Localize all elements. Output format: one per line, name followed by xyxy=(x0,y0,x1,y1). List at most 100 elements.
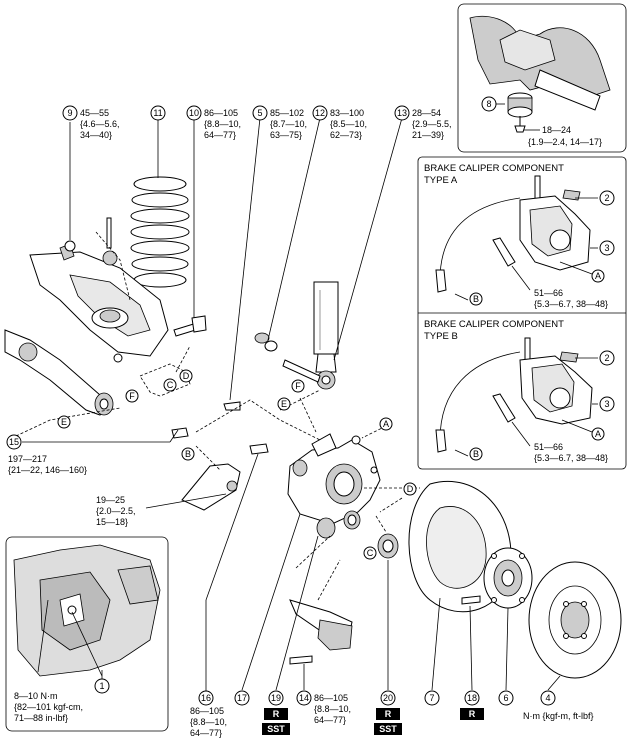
badge-r-19: R xyxy=(264,708,288,720)
svg-text:45—55: 45—55 xyxy=(80,108,109,118)
svg-text:E: E xyxy=(61,417,67,427)
torque-12: 83—100 {8.5—10, 62—73} xyxy=(330,108,367,140)
svg-text:R: R xyxy=(385,709,392,719)
svg-text:12: 12 xyxy=(315,108,325,118)
svg-text:15: 15 xyxy=(9,437,19,447)
callout-11: 11 xyxy=(150,105,166,121)
svg-text:20: 20 xyxy=(383,693,393,703)
callout-2-type-b: 2 xyxy=(599,350,615,366)
svg-text:11: 11 xyxy=(153,108,162,118)
callout-17: 17 xyxy=(234,690,250,706)
svg-text:197—217: 197—217 xyxy=(8,454,47,464)
svg-text:86—105: 86—105 xyxy=(190,706,224,716)
svg-text:51—66: 51—66 xyxy=(534,288,563,298)
torque-1: 8—10 N·m {82—101 kgf-cm, 71—88 in-lbf} xyxy=(14,691,83,723)
callout-4: 4 xyxy=(540,690,556,706)
svg-text:R: R xyxy=(273,709,280,719)
callout-10: 10 xyxy=(186,105,202,121)
svg-text:10: 10 xyxy=(189,108,199,118)
knuckle-illustration xyxy=(287,433,381,539)
svg-text:51—66: 51—66 xyxy=(534,442,563,452)
svg-text:62—73}: 62—73} xyxy=(330,130,362,140)
svg-text:18—24: 18—24 xyxy=(542,125,571,135)
svg-text:A: A xyxy=(595,271,601,281)
svg-text:F: F xyxy=(129,391,135,401)
svg-text:B: B xyxy=(473,449,479,459)
svg-text:18: 18 xyxy=(467,693,477,703)
ref-d-main: D xyxy=(179,369,193,383)
svg-text:1: 1 xyxy=(99,681,104,691)
svg-text:B: B xyxy=(185,449,191,459)
callout-18: 18 xyxy=(464,690,480,706)
callout-19: 19 xyxy=(268,690,284,706)
svg-text:15—18}: 15—18} xyxy=(96,517,128,527)
svg-text:9: 9 xyxy=(67,108,72,118)
svg-text:13: 13 xyxy=(397,108,407,118)
ref-f-knuckle: F xyxy=(291,379,305,393)
svg-text:16: 16 xyxy=(201,693,211,703)
svg-text:D: D xyxy=(183,371,190,381)
trailing-link-illustration xyxy=(289,599,353,665)
svg-text:D: D xyxy=(407,484,414,494)
svg-text:SST: SST xyxy=(267,724,285,734)
inset-top-right-illustration xyxy=(469,15,611,133)
bracket-illustration xyxy=(171,401,269,511)
torque-10: 86—105 {8.8—10, 64—77} xyxy=(204,108,241,140)
ref-b-type-a: B xyxy=(469,292,483,306)
badge-r-20: R xyxy=(376,708,400,720)
svg-text:A: A xyxy=(595,429,601,439)
callout-16: 16 xyxy=(198,690,214,706)
caliper-type-b-illustration xyxy=(435,337,598,457)
svg-text:64—77}: 64—77} xyxy=(314,715,346,725)
units-note: N·m {kgf-m, ft-lbf} xyxy=(523,711,594,721)
svg-text:14: 14 xyxy=(299,693,309,703)
upper-arm-illustration xyxy=(4,329,114,416)
svg-text:85—102: 85—102 xyxy=(270,108,304,118)
torque-9: 45—55 {4.6—5.6, 34—40} xyxy=(80,108,120,140)
bushing-20-illustration xyxy=(377,533,399,559)
ref-c-bushing: C xyxy=(363,546,377,560)
torque-caliper-type-a: 51—66 {5.3—6.7, 38—48} xyxy=(534,288,608,309)
torque-bracket-bolt: 19—25 {2.0—2.5, 15—18} xyxy=(96,495,136,527)
svg-text:2: 2 xyxy=(604,353,609,363)
svg-text:83—100: 83—100 xyxy=(330,108,364,118)
panel-header-type-b: BRAKE CALIPER COMPONENT TYPE B xyxy=(424,319,564,342)
badge-sst-20: SST xyxy=(374,723,402,735)
callout-20: 20 xyxy=(380,690,396,706)
brake-rotor-illustration xyxy=(528,561,622,679)
ref-f-main: F xyxy=(125,389,139,403)
coil-spring-illustration xyxy=(130,176,190,288)
inset-bottom-left-frame xyxy=(5,536,169,732)
callout-2-type-a: 2 xyxy=(599,190,615,206)
svg-text:71—88 in-lbf}: 71—88 in-lbf} xyxy=(14,713,68,723)
svg-text:{8.8—10,: {8.8—10, xyxy=(204,119,241,129)
svg-text:8: 8 xyxy=(486,99,491,109)
svg-text:{1.9—2.4, 14—17}: {1.9—2.4, 14—17} xyxy=(528,137,602,147)
torque-caliper-type-b: 51—66 {5.3—6.7, 38—48} xyxy=(534,442,608,463)
callout-3-type-b: 3 xyxy=(599,396,615,412)
svg-text:3: 3 xyxy=(604,243,609,253)
ref-d-knuckle: D xyxy=(403,482,417,496)
svg-text:21—39}: 21—39} xyxy=(412,130,444,140)
svg-text:C: C xyxy=(167,380,174,390)
ref-a-type-a: A xyxy=(591,269,605,283)
svg-text:BRAKE CALIPER COMPONENT: BRAKE CALIPER COMPONENT xyxy=(424,163,564,174)
svg-text:7: 7 xyxy=(429,693,434,703)
svg-text:B: B xyxy=(473,294,479,304)
svg-text:{8.8—10,: {8.8—10, xyxy=(314,704,351,714)
torque-13: 28—54 {2.9—5.5, 21—39} xyxy=(412,108,452,140)
svg-text:{2.0—2.5,: {2.0—2.5, xyxy=(96,506,136,516)
svg-text:64—77}: 64—77} xyxy=(190,728,222,738)
svg-text:34—40}: 34—40} xyxy=(80,130,112,140)
inset-top-right-frame xyxy=(457,3,627,153)
callout-13: 13 xyxy=(394,105,410,121)
torque-14: 86—105 {8.8—10, 64—77} xyxy=(314,693,351,725)
callout-5: 5 xyxy=(252,105,268,121)
svg-text:{5.3—6.7, 38—48}: {5.3—6.7, 38—48} xyxy=(534,453,608,463)
svg-text:{5.3—6.7, 38—48}: {5.3—6.7, 38—48} xyxy=(534,299,608,309)
ref-c-main: C xyxy=(163,378,177,392)
callout-14: 14 xyxy=(296,690,312,706)
torque-5: 85—102 {8.7—10, 63—75} xyxy=(270,108,307,140)
svg-text:TYPE A: TYPE A xyxy=(424,175,458,186)
